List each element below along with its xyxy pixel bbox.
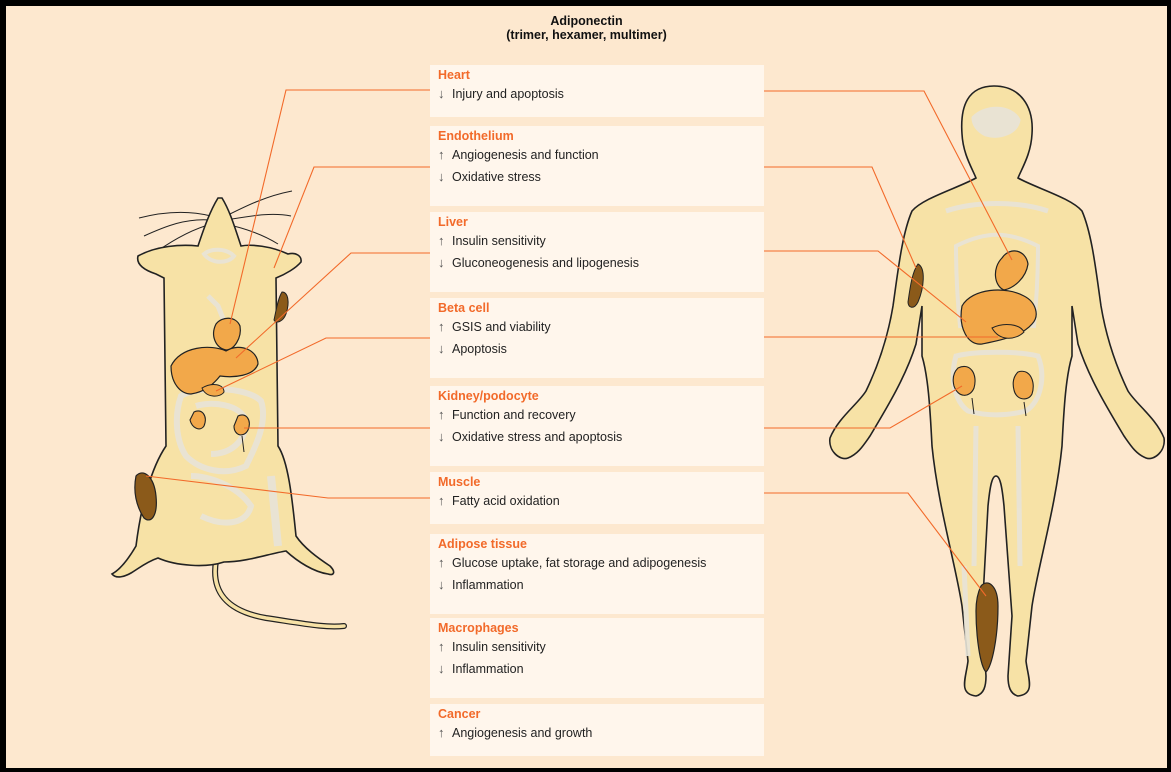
mouse-illustration (112, 191, 344, 627)
effect-row: ↓ Inflammation (438, 658, 764, 680)
effect-text: Insulin sensitivity (452, 234, 546, 248)
panel-liver: Liver ↑ Insulin sensitivity ↓ Gluconeogene… (430, 212, 764, 292)
panel-kidney-podocyte: Kidney/podocyte ↑ Function and recovery ↓… (430, 386, 764, 466)
panel-title: Beta cell (438, 301, 764, 316)
panel-macrophages: Macrophages ↑ Insulin sensitivity ↓ Inflam… (430, 618, 764, 698)
up-arrow-icon: ↑ (438, 316, 448, 338)
effect-row: ↑ Angiogenesis and function (438, 144, 764, 166)
panel-cancer: Cancer ↑ Angiogenesis and growth (430, 704, 764, 756)
effect-text: Fatty acid oxidation (452, 494, 560, 508)
effect-text: Injury and apoptosis (452, 87, 564, 101)
down-arrow-icon: ↓ (438, 166, 448, 188)
effect-row: ↓ Apoptosis (438, 338, 764, 360)
panel-title: Macrophages (438, 621, 764, 636)
human-kidney-left (953, 366, 975, 395)
effect-text: Angiogenesis and function (452, 148, 599, 162)
effect-row: ↓ Oxidative stress and apoptosis (438, 426, 764, 448)
down-arrow-icon: ↓ (438, 574, 448, 596)
down-arrow-icon: ↓ (438, 338, 448, 360)
effect-row: ↑ Glucose uptake, fat storage and adipoge… (438, 552, 764, 574)
effect-row: ↓ Injury and apoptosis (438, 83, 764, 105)
diagram-title: Adiponectin (trimer, hexamer, multimer) (6, 14, 1167, 42)
title-line-2: (trimer, hexamer, multimer) (6, 28, 1167, 42)
effect-row: ↑ Insulin sensitivity (438, 636, 764, 658)
down-arrow-icon: ↓ (438, 252, 448, 274)
effect-row: ↓ Gluconeogenesis and lipogenesis (438, 252, 764, 274)
down-arrow-icon: ↓ (438, 426, 448, 448)
panel-endothelium: Endothelium ↑ Angiogenesis and function ↓… (430, 126, 764, 206)
down-arrow-icon: ↓ (438, 658, 448, 680)
up-arrow-icon: ↑ (438, 722, 448, 744)
effect-text: Gluconeogenesis and lipogenesis (452, 256, 639, 270)
panel-title: Muscle (438, 475, 764, 490)
effect-text: Glucose uptake, fat storage and adipogen… (452, 556, 706, 570)
up-arrow-icon: ↑ (438, 490, 448, 512)
up-arrow-icon: ↑ (438, 404, 448, 426)
panel-title: Liver (438, 215, 764, 230)
panel-heart: Heart ↓ Injury and apoptosis (430, 65, 764, 117)
panel-muscle: Muscle ↑ Fatty acid oxidation (430, 472, 764, 524)
effect-row: ↓ Oxidative stress (438, 166, 764, 188)
title-line-1: Adiponectin (6, 14, 1167, 28)
human-kidney-right (1013, 371, 1033, 399)
effect-text: GSIS and viability (452, 320, 551, 334)
effect-text: Function and recovery (452, 408, 576, 422)
diagram-frame: Adiponectin (trimer, hexamer, multimer) … (6, 6, 1167, 768)
up-arrow-icon: ↑ (438, 230, 448, 252)
effect-row: ↓ Inflammation (438, 574, 764, 596)
panel-title: Kidney/podocyte (438, 389, 764, 404)
panel-title: Adipose tissue (438, 537, 764, 552)
up-arrow-icon: ↑ (438, 552, 448, 574)
effect-text: Angiogenesis and growth (452, 726, 592, 740)
effect-text: Oxidative stress (452, 170, 541, 184)
human-illustration (830, 86, 1164, 696)
down-arrow-icon: ↓ (438, 83, 448, 105)
panel-title: Cancer (438, 707, 764, 722)
effect-row: ↑ Function and recovery (438, 404, 764, 426)
effect-row: ↑ Angiogenesis and growth (438, 722, 764, 744)
effect-text: Oxidative stress and apoptosis (452, 430, 622, 444)
effect-text: Insulin sensitivity (452, 640, 546, 654)
effect-row: ↑ Insulin sensitivity (438, 230, 764, 252)
up-arrow-icon: ↑ (438, 144, 448, 166)
effect-text: Inflammation (452, 578, 524, 592)
effect-text: Apoptosis (452, 342, 507, 356)
panel-title: Endothelium (438, 129, 764, 144)
panel-beta-cell: Beta cell ↑ GSIS and viability ↓ Apoptosis (430, 298, 764, 378)
effect-text: Inflammation (452, 662, 524, 676)
effect-row: ↑ GSIS and viability (438, 316, 764, 338)
up-arrow-icon: ↑ (438, 636, 448, 658)
panel-title: Heart (438, 68, 764, 83)
panel-adipose-tissue: Adipose tissue ↑ Glucose uptake, fat stor… (430, 534, 764, 614)
effect-row: ↑ Fatty acid oxidation (438, 490, 764, 512)
